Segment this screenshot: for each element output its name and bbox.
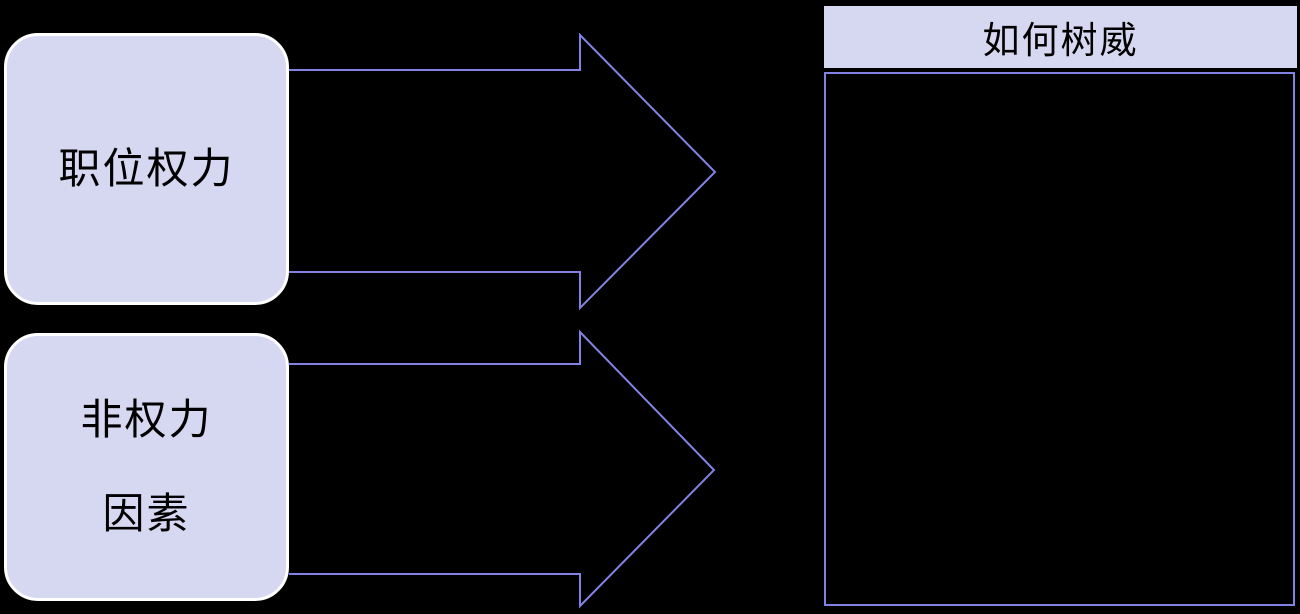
result-panel: 如何树威 [824, 6, 1297, 608]
source-box-position-power[interactable]: 职位权力 [4, 33, 289, 305]
result-panel-title-bar: 如何树威 [824, 6, 1297, 68]
result-panel-title: 如何树威 [982, 20, 1139, 61]
arrow-right-bottom [289, 329, 716, 609]
arrow-right-top [289, 32, 717, 311]
source-box-nonpower-factor[interactable]: 非权力 因素 [4, 333, 289, 601]
source-box-position-power-label-line-1: 职位权力 [58, 144, 235, 192]
result-panel-body-text [826, 74, 1293, 604]
source-box-nonpower-factor-label-line-2: 因素 [102, 490, 191, 537]
result-panel-body[interactable] [824, 72, 1295, 606]
source-box-nonpower-factor-label-line-1: 非权力 [80, 395, 213, 443]
